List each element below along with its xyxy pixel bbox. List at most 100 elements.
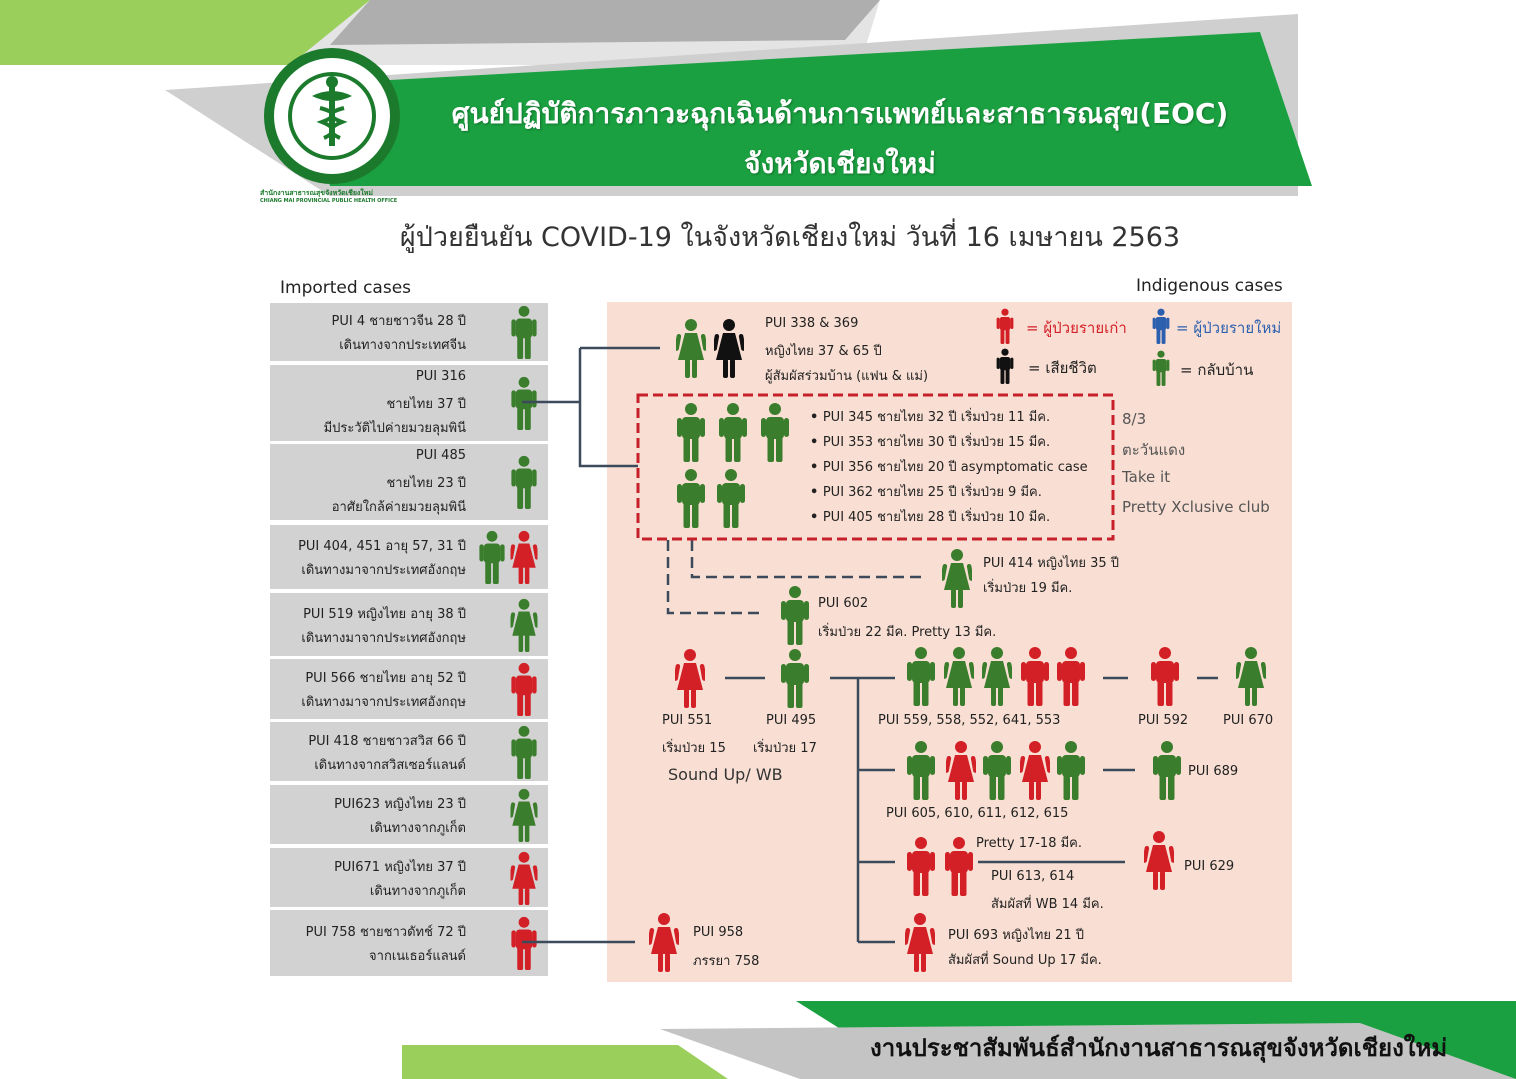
footer-text: งานประชาสัมพันธ์สำนักงานสาธารณสุขจังหวัด… (870, 1034, 1448, 1062)
imported-case-box: PUI 4 ชายชาวจีน 28 ปีเดินทางจากประเทศจีน (270, 303, 548, 361)
imported-case-box: PUI 418 ชายชาวสวิส 66 ปีเดินทางจากสวิสเซ… (270, 722, 548, 781)
family-line3: ผู้สัมผัสร่วมบ้าน (แฟน & แม่) (765, 369, 929, 384)
imported-case-text: มีประวัติไปค่ายมวยลุมพินี (323, 421, 466, 436)
imported-case-text: เดินทางจากประเทศจีน (339, 338, 466, 353)
office-name-th: สำนักงานสาธารณสุขจังหวัดเชียงใหม่ (260, 189, 373, 197)
row2-person-icon (1056, 740, 1086, 800)
cluster-case-list: PUI 345 ชายไทย 32 ปี เริ่มป่วย 11 มีค. P… (810, 405, 1088, 530)
cluster-case-item: PUI 362 ชายไทย 25 ปี เริ่มป่วย 9 มีค. (810, 480, 1088, 505)
imported-case-box: PUI671 หญิงไทย 37 ปีเดินทางจากภูเก็ต (270, 848, 548, 907)
imported-case-box: PUI 758 ชายชาวดัทช์ 72 ปีจากเนเธอร์แลนด์ (270, 910, 548, 976)
banner-title-line1: ศูนย์ปฏิบัติการภาวะฉุกเฉินด้านการแพทย์แล… (451, 97, 1229, 130)
imported-case-text: PUI 566 ชายไทย อายุ 52 ปี (305, 671, 466, 686)
row1-person-icon (944, 646, 974, 706)
imported-case-text: PUI 4 ชายชาวจีน 28 ปี (331, 314, 466, 329)
cluster-case-item: PUI 405 ชายไทย 28 ปี เริ่มป่วย 10 มีค. (810, 505, 1088, 530)
imported-case-box: PUI 404, 451 อายุ 57, 31 ปีเดินทางมาจากป… (270, 525, 548, 589)
office-name-en: CHIANG MAI PROVINCIAL PUBLIC HEALTH OFFI… (260, 198, 398, 204)
cluster-case-item: PUI 353 ชายไทย 30 ปี เริ่มป่วย 15 มีค. (810, 430, 1088, 455)
row1-person-icon (906, 646, 936, 706)
legend-old-patient-icon (996, 308, 1014, 344)
imported-case-text: อาศัยใกล้ค่ายมวยลุมพินี (331, 500, 466, 515)
legend-deceased-icon (996, 348, 1014, 384)
pui495-line2: เริ่มป่วย 17 (753, 741, 817, 756)
page-title: ผู้ป่วยยืนยัน COVID-19 ในจังหวัดเชียงใหม… (399, 222, 1181, 253)
imported-heading: Imported cases (280, 278, 412, 298)
cluster-case-item: PUI 356 ชายไทย 20 ปี asymptomatic case (810, 455, 1088, 480)
pui495-line1: PUI 495 (766, 713, 817, 728)
cluster-person-icon (716, 468, 746, 528)
cluster-case-item: PUI 345 ชายไทย 32 ปี เริ่มป่วย 11 มีค. (810, 405, 1088, 430)
pui602-line2: เริ่มป่วย 22 มีค. Pretty 13 มีค. (818, 625, 997, 640)
cluster-person-icon (676, 468, 706, 528)
imported-case-text: PUI671 หญิงไทย 37 ปี (334, 859, 466, 875)
imported-case-text: PUI 404, 451 อายุ 57, 31 ปี (298, 539, 466, 554)
row2-label: PUI 605, 610, 611, 612, 615 (886, 806, 1069, 821)
cluster-box (636, 393, 1115, 541)
pui613-line2: สัมผัสที่ WB 14 มีค. (991, 897, 1104, 912)
imported-case-text: PUI 485 (415, 448, 466, 463)
ministry-seal-logo (264, 48, 400, 184)
family-person-icon (676, 318, 706, 378)
imported-case-box: PUI623 หญิงไทย 23 ปีเดินทางจากภูเก็ต (270, 785, 548, 844)
imported-case-text: เดินทางจากภูเก็ต (369, 883, 466, 899)
row2-person-icon (1020, 740, 1050, 800)
pretty-date-label: Pretty 17-18 มีค. (976, 836, 1082, 851)
pui551-person-icon (675, 648, 705, 708)
legend-new-patient-label: = ผู้ป่วยรายใหม่ (1176, 319, 1282, 337)
soundup-label: Sound Up/ WB (668, 765, 783, 784)
imported-case-text: PUI623 หญิงไทย 23 ปี (334, 796, 466, 812)
pui693-line2: สัมผัสที่ Sound Up 17 มีค. (948, 953, 1102, 968)
row1-person-icon (1056, 646, 1086, 706)
pui629-label: PUI 629 (1184, 859, 1235, 874)
imported-case-text: PUI 418 ชายชาวสวิส 66 ปี (308, 733, 466, 749)
pui602-line1: PUI 602 (818, 596, 869, 611)
pui689-label: PUI 689 (1188, 764, 1239, 779)
cluster-person-icon (676, 402, 706, 462)
pui958-line2: ภรรยา 758 (693, 954, 760, 969)
row1-person-icon (1020, 646, 1050, 706)
imported-case-text: PUI 316 (415, 369, 466, 384)
footer-banner (402, 1001, 1516, 1079)
family-line1: PUI 338 & 369 (765, 316, 859, 331)
cluster-label: Pretty Xclusive club (1122, 498, 1270, 516)
pui670-label: PUI 670 (1223, 713, 1274, 728)
pui414-person-icon (942, 548, 972, 608)
family-line2: หญิงไทย 37 & 65 ปี (765, 344, 882, 359)
pui592-label: PUI 592 (1138, 713, 1189, 728)
cluster-person-icon (760, 402, 790, 462)
cluster-label: ตะวันแดง (1122, 441, 1186, 459)
pui551-line1: PUI 551 (662, 713, 713, 728)
row1-label: PUI 559, 558, 552, 641, 553 (878, 713, 1061, 728)
row2-person-icon (982, 740, 1012, 800)
pui613-line1: PUI 613, 614 (991, 869, 1075, 884)
pui958-person-icon (649, 912, 679, 972)
imported-case-text: PUI 519 หญิงไทย อายุ 38 ปี (303, 606, 466, 622)
imported-case-text: เดินทางจากภูเก็ต (369, 820, 466, 836)
pui602-person-icon (780, 585, 810, 645)
pui689-person-icon (1152, 740, 1182, 800)
imported-case-box: PUI 485 ชายไทย 23 ปีอาศัยใกล้ค่ายมวยลุมพิ… (270, 444, 548, 520)
imported-case-text: เดินทางจากสวิสเซอร์แลนด์ (314, 757, 466, 773)
cluster-label: 8/3 (1122, 410, 1147, 428)
row2-person-icon (906, 740, 936, 800)
header-banner (0, 0, 1312, 196)
legend-old-patient-label: = ผู้ป่วยรายเก่า (1026, 319, 1127, 337)
row2-person-icon (946, 740, 976, 800)
imported-case-text: เดินทางมาจากประเทศอังกฤษ (301, 695, 466, 710)
pui693-person-icon (905, 912, 935, 972)
imported-case-text: เดินทางมาจากประเทศอังกฤษ (301, 563, 466, 578)
imported-case-box: PUI 566 ชายไทย อายุ 52 ปีเดินทางมาจากประ… (270, 659, 548, 719)
row1-person-icon (982, 646, 1012, 706)
imported-case-text: ชายไทย 37 ปี (386, 397, 466, 412)
family-person-icon (714, 318, 744, 378)
imported-case-box: PUI 519 หญิงไทย อายุ 38 ปีเดินทางมาจากปร… (270, 593, 548, 656)
cluster-label: Take it (1122, 468, 1171, 486)
row3-person-icon (906, 836, 936, 896)
legend-recovered-label: = กลับบ้าน (1180, 361, 1254, 379)
pui414-line2: เริ่มป่วย 19 มีค. (983, 581, 1073, 596)
row3-person-icon (944, 836, 974, 896)
imported-case-text: ชายไทย 23 ปี (386, 476, 466, 491)
pui693-line1: PUI 693 หญิงไทย 21 ปี (948, 928, 1085, 943)
